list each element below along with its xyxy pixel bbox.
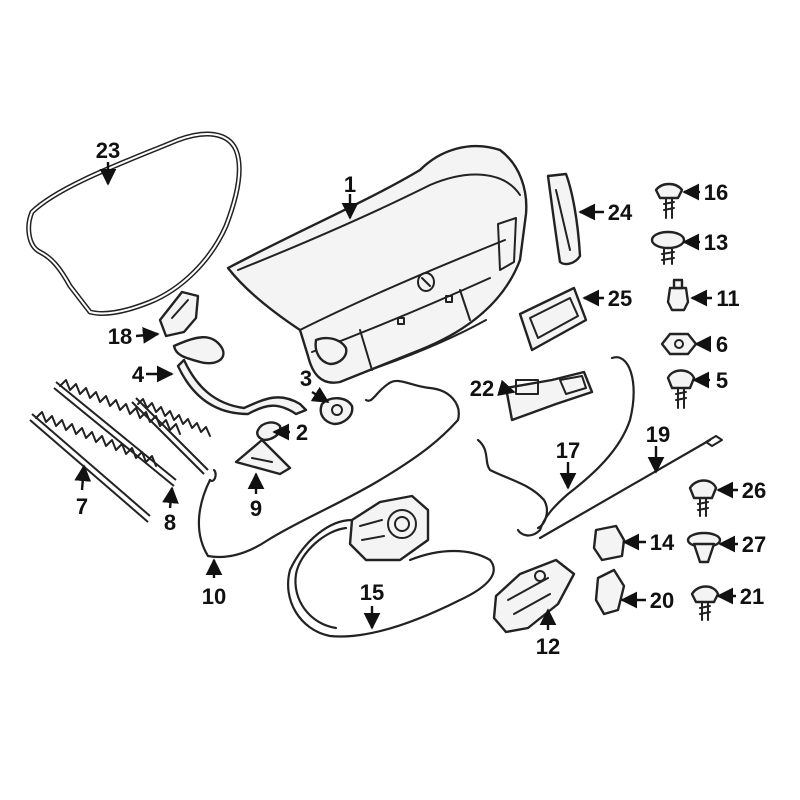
callout-11: 11 <box>716 286 739 311</box>
trunk-release-switch <box>504 370 594 422</box>
weatherstrip-seal <box>26 131 242 317</box>
torsion-spring-middle <box>53 379 181 487</box>
plate-light-housing <box>518 286 588 352</box>
hinge-arm <box>172 336 308 416</box>
callout-19: 19 <box>646 422 670 447</box>
callout-8: 8 <box>164 510 176 535</box>
callout-7: 7 <box>76 494 88 519</box>
bolt-5 <box>666 369 696 409</box>
callout-14: 14 <box>650 530 675 555</box>
callout-9: 9 <box>250 496 262 521</box>
lock-cylinder <box>319 397 354 426</box>
small-bracket <box>234 438 292 476</box>
callout-4: 4 <box>132 362 145 387</box>
callout-6: 6 <box>716 332 728 357</box>
hinge-bracket-upper <box>158 290 200 338</box>
callout-1: 1 <box>344 172 356 197</box>
callout-numbers: 23 1 24 16 13 11 6 5 25 18 4 3 2 9 7 8 1… <box>76 138 766 659</box>
latch-actuator <box>348 494 430 562</box>
callout-3: 3 <box>300 366 312 391</box>
screw-21 <box>690 585 720 621</box>
callout-21: 21 <box>740 584 764 609</box>
emergency-release-cable <box>538 435 723 540</box>
callout-2: 2 <box>296 420 308 445</box>
torsion-spring-left <box>29 411 157 523</box>
callout-16: 16 <box>704 180 728 205</box>
callout-25: 25 <box>608 286 632 311</box>
callout-17: 17 <box>556 438 580 463</box>
latch-bracket <box>594 568 626 616</box>
callout-27: 27 <box>742 532 766 557</box>
nut-6 <box>660 332 698 356</box>
trunk-lid <box>226 144 528 384</box>
trunk-latch <box>492 558 576 634</box>
callout-15: 15 <box>360 580 384 605</box>
callout-20: 20 <box>650 588 674 613</box>
lid-trim-piece <box>546 172 582 266</box>
callout-5: 5 <box>716 368 728 393</box>
callout-13: 13 <box>704 230 728 255</box>
leader-lines <box>74 162 738 630</box>
torsion-spring-right <box>131 397 211 475</box>
clip-27 <box>686 531 722 564</box>
callout-24: 24 <box>608 200 633 225</box>
screw-26 <box>688 479 718 517</box>
callout-18: 18 <box>108 324 132 349</box>
callout-22: 22 <box>470 376 494 401</box>
callout-26: 26 <box>742 478 766 503</box>
callout-12: 12 <box>536 634 560 659</box>
callout-23: 23 <box>96 138 120 163</box>
screw-13 <box>650 230 686 265</box>
connector-clip <box>592 524 626 562</box>
wiring-harness <box>197 379 460 559</box>
callout-10: 10 <box>202 584 226 609</box>
screw-16 <box>654 182 684 219</box>
stud-11 <box>666 278 690 312</box>
cable-loop <box>287 518 495 638</box>
